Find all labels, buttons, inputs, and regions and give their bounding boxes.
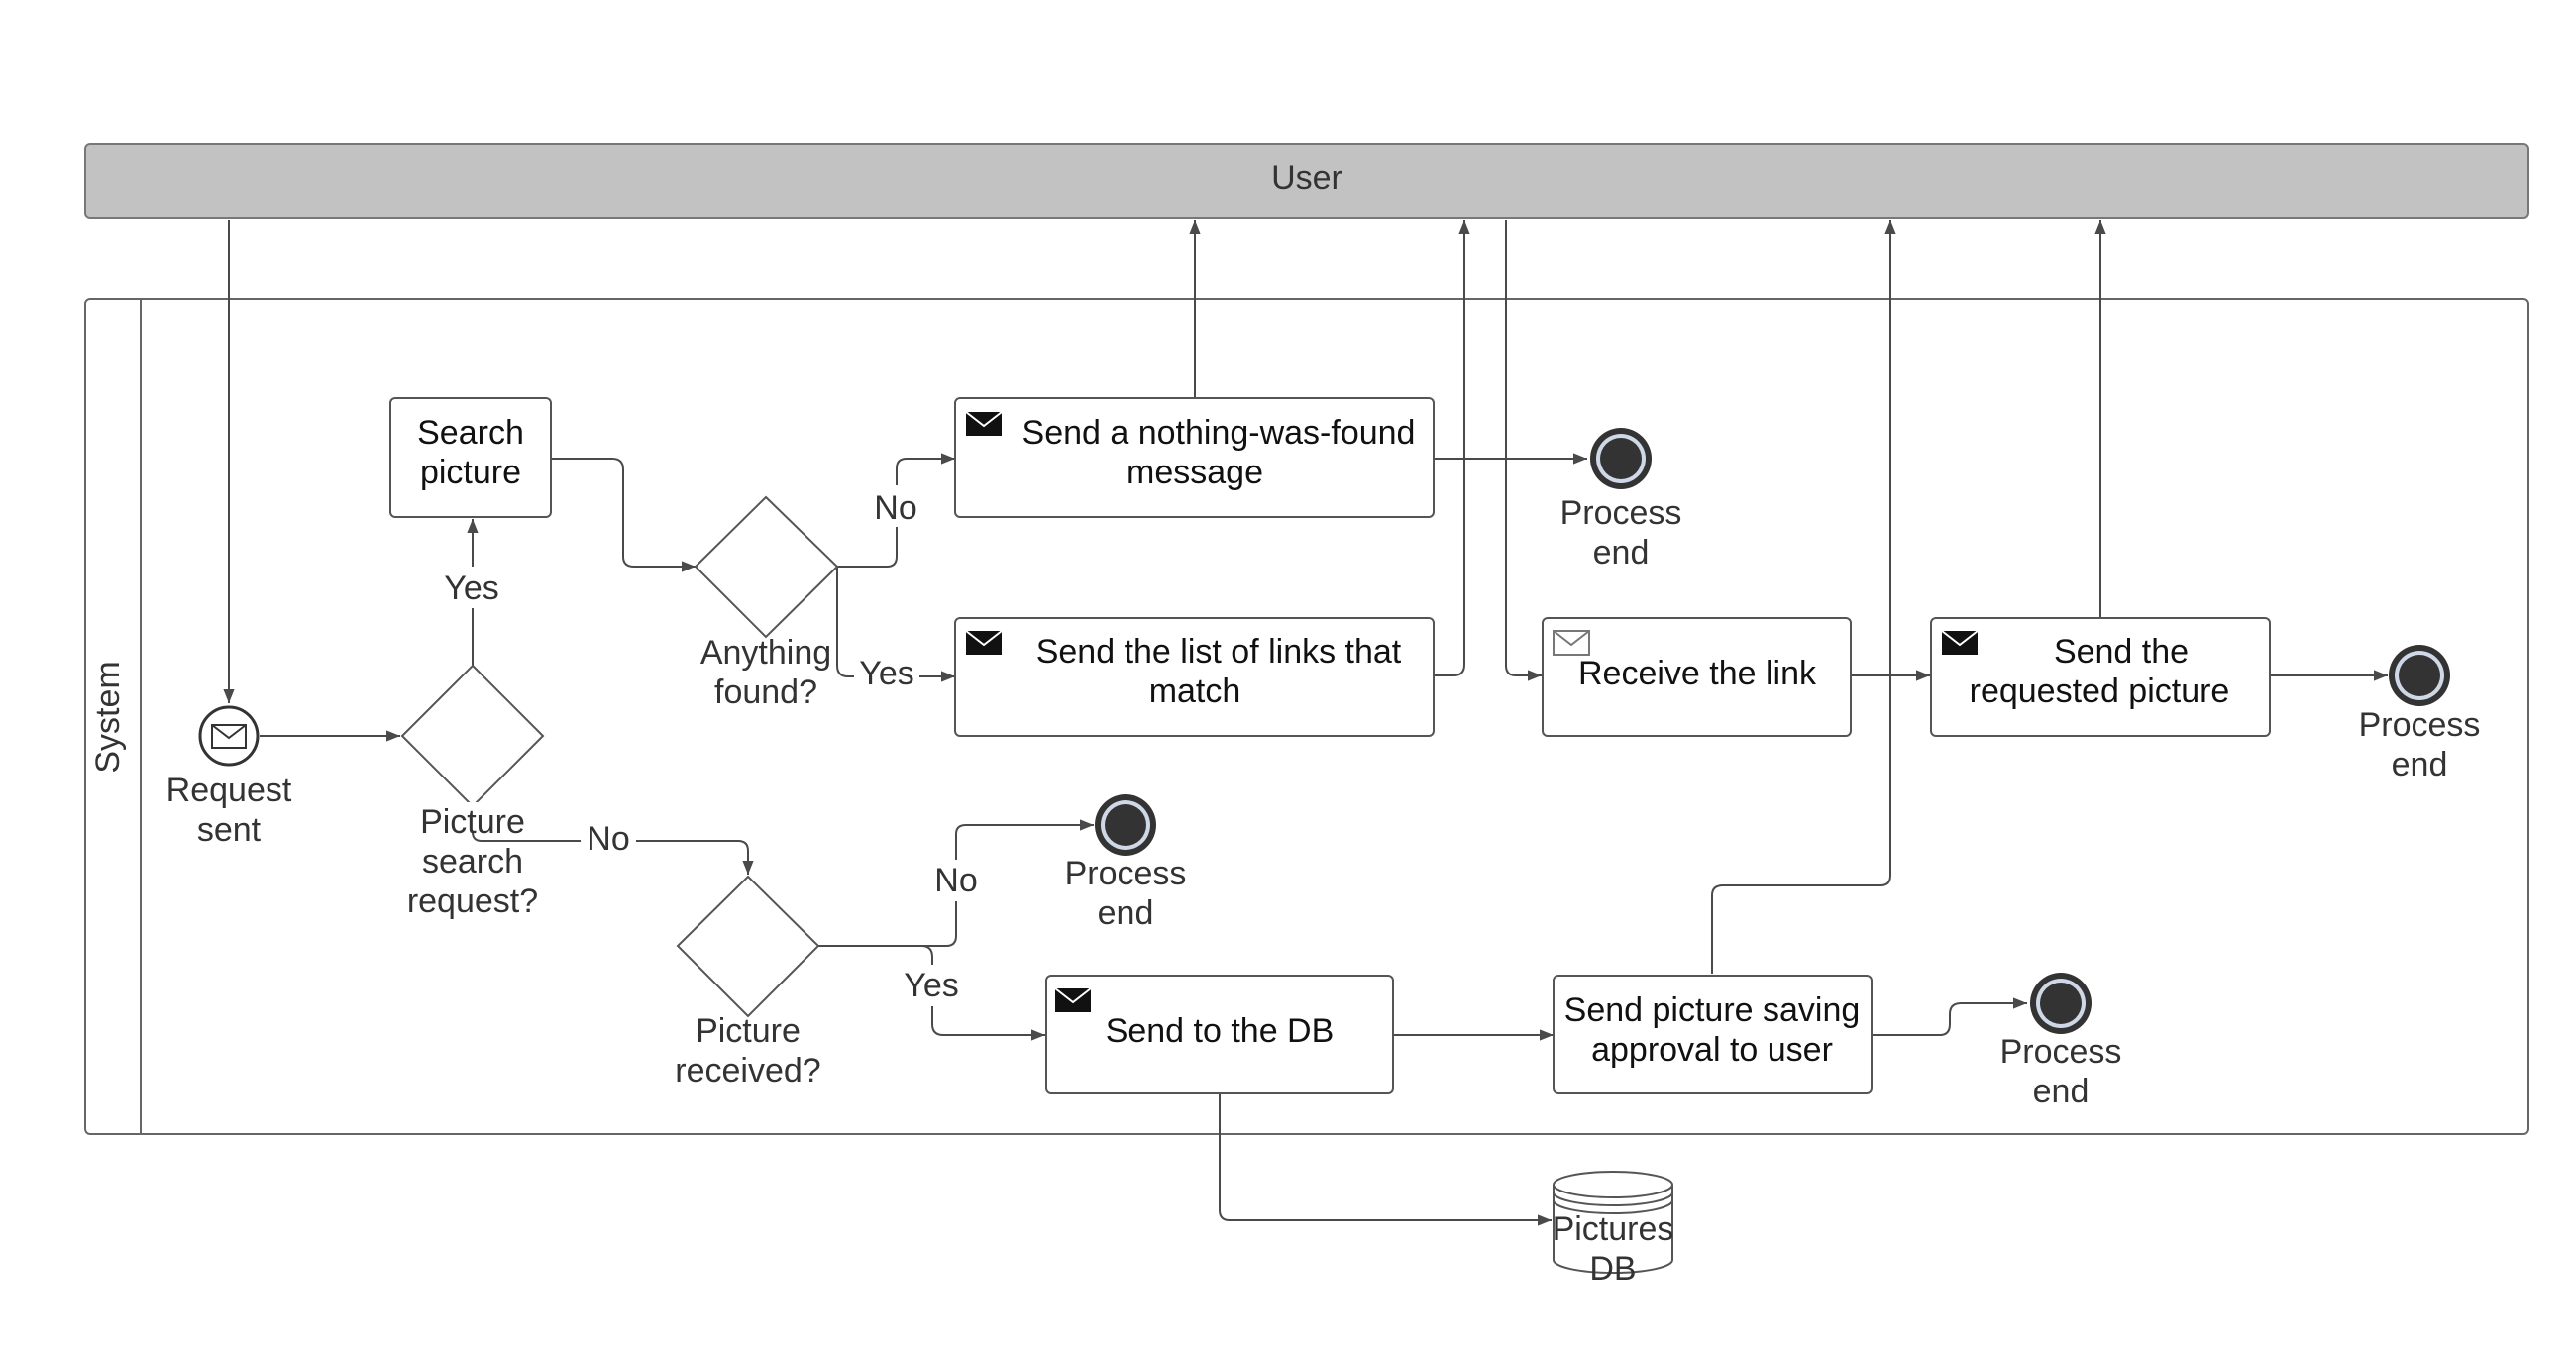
task-label-line2: message bbox=[1127, 454, 1263, 491]
task-label-line1: Send a nothing-was-found bbox=[1022, 414, 1416, 452]
task-label-line2: requested picture bbox=[1970, 673, 2230, 710]
task-receive-the-link[interactable]: Receive the link bbox=[1542, 617, 1852, 737]
flow-search-to-anything bbox=[551, 458, 696, 572]
gateway-label-line2: found? bbox=[714, 674, 817, 711]
task-send-to-db[interactable]: Send to the DB bbox=[1045, 975, 1394, 1094]
flow-user-to-receive bbox=[1505, 220, 1542, 681]
gateway-label-line2: received? bbox=[675, 1052, 820, 1089]
gateway-label-line3: request? bbox=[407, 882, 538, 920]
task-label-line2: approval to user bbox=[1591, 1031, 1833, 1069]
task-label: Send to the DB bbox=[1106, 1012, 1335, 1050]
end-event-icon bbox=[2389, 645, 2450, 706]
gateway-label-line2: search bbox=[422, 843, 523, 881]
task-send-requested-picture[interactable]: Send the requested picture bbox=[1930, 617, 2271, 737]
label-no-picture-received: No bbox=[934, 862, 977, 899]
label-no-anything: No bbox=[874, 489, 916, 527]
task-label-line2: match bbox=[1149, 673, 1241, 710]
gateway-label-line1: Picture bbox=[420, 803, 525, 841]
flow-anything-yes bbox=[836, 567, 955, 682]
datastore-label-line2: DB bbox=[1589, 1250, 1636, 1288]
filled-envelope-icon bbox=[1054, 987, 1092, 1012]
end-event-nothing-found: Process end bbox=[1560, 428, 1682, 571]
task-label-line2: picture bbox=[420, 454, 521, 491]
task-send-nothing-found[interactable]: Send a nothing-was-found message bbox=[954, 397, 1435, 518]
task-label-line1: Send the bbox=[2054, 633, 2189, 671]
gateway-picture-search-request: Picture search request? bbox=[400, 664, 545, 920]
flow-approval-to-end bbox=[1872, 997, 2027, 1036]
task-label: Receive the link bbox=[1578, 655, 1817, 692]
start-event-label-line2: sent bbox=[197, 811, 262, 849]
datastore-pictures-db: Pictures DB bbox=[1553, 1171, 1674, 1288]
label-yes-picture-received: Yes bbox=[904, 967, 958, 1004]
end-event-label-line1: Process bbox=[1065, 855, 1187, 892]
end-event-icon bbox=[2030, 973, 2092, 1034]
filled-envelope-icon bbox=[965, 630, 1003, 655]
end-event-label-line2: end bbox=[1098, 894, 1154, 932]
end-event-label-line1: Process bbox=[1560, 494, 1682, 532]
filled-envelope-icon bbox=[1941, 630, 1979, 655]
user-pool-label: User bbox=[1271, 159, 1342, 197]
gateway-label-line1: Anything bbox=[700, 634, 831, 672]
label-yes-anything: Yes bbox=[859, 655, 913, 692]
filled-envelope-icon bbox=[965, 411, 1003, 436]
end-event-label-line1: Process bbox=[2359, 706, 2481, 744]
task-send-saving-approval[interactable]: Send picture saving approval to user bbox=[1553, 975, 1873, 1094]
task-label-line1: Send the list of links that bbox=[1036, 633, 1402, 671]
label-no-received: No bbox=[587, 820, 629, 858]
end-event-requested-picture: Process end bbox=[2359, 645, 2481, 783]
end-event-label-line2: end bbox=[1593, 534, 1650, 571]
outline-envelope-icon bbox=[1553, 630, 1590, 656]
end-event-picture-not-received: Process end bbox=[1065, 794, 1187, 932]
flow-db-to-datastore bbox=[1219, 1094, 1552, 1226]
user-pool: User bbox=[84, 143, 2529, 219]
gateway-anything-found: Anything found? bbox=[694, 495, 839, 711]
gateway-label-line1: Picture bbox=[696, 1012, 801, 1050]
end-event-icon bbox=[1590, 428, 1652, 489]
end-event-label-line2: end bbox=[2033, 1073, 2090, 1110]
flow-labels: Yes No No Yes No Yes bbox=[434, 485, 985, 1006]
end-event-icon bbox=[1095, 794, 1156, 856]
flow-approval-to-user bbox=[1711, 220, 1896, 974]
task-send-list-of-links[interactable]: Send the list of links that match bbox=[954, 617, 1435, 737]
label-yes-search: Yes bbox=[444, 570, 498, 607]
end-event-label-line2: end bbox=[2392, 746, 2448, 783]
envelope-icon bbox=[211, 724, 247, 749]
gateway-picture-received: Picture received? bbox=[675, 875, 821, 1089]
start-event-request-sent: Request sent bbox=[166, 705, 292, 849]
database-icon bbox=[1553, 1171, 1673, 1274]
end-event-label-line1: Process bbox=[2000, 1033, 2122, 1071]
task-label-line1: Send picture saving bbox=[1564, 991, 1861, 1029]
start-event-label-line1: Request bbox=[166, 772, 292, 809]
task-label-line1: Search bbox=[417, 414, 524, 452]
flow-links-to-user bbox=[1434, 220, 1470, 676]
task-search-picture[interactable]: Search picture bbox=[389, 397, 552, 518]
end-event-saving-approval: Process end bbox=[2000, 973, 2122, 1110]
datastore-label-line1: Pictures bbox=[1553, 1210, 1674, 1248]
system-pool-label: System bbox=[89, 661, 127, 773]
